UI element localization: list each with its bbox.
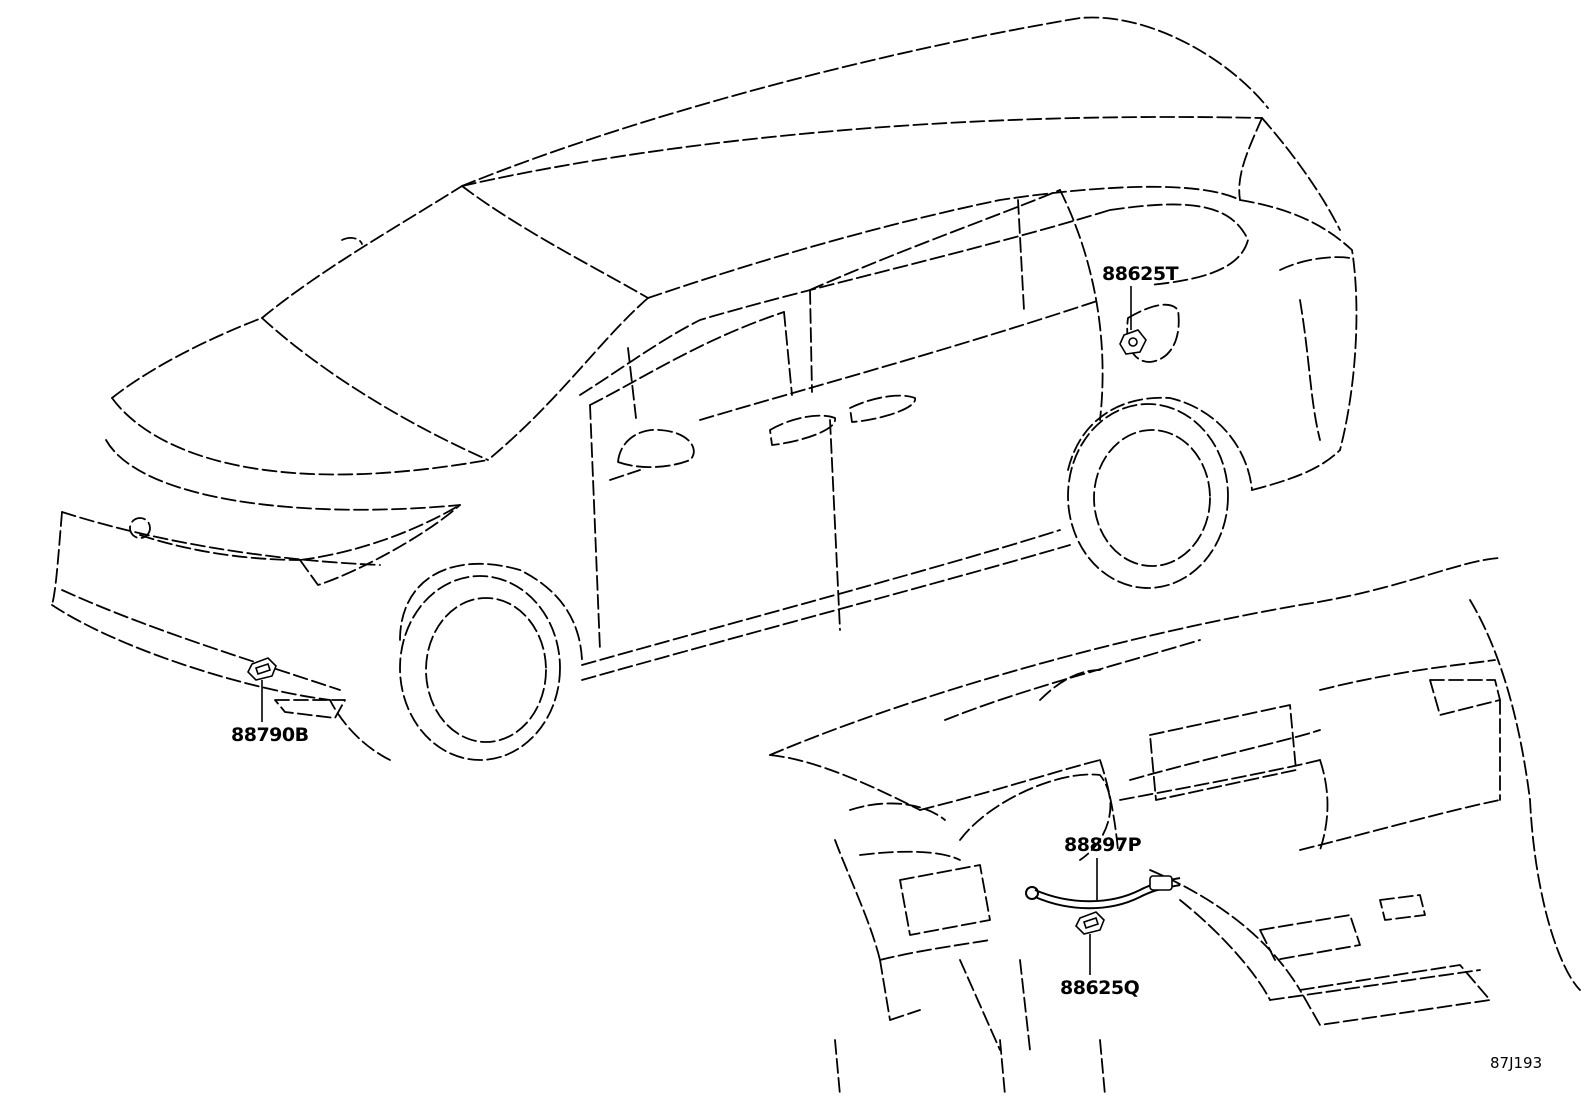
callout-88790B: 88790B [231,724,309,746]
sensor-88625Q-icon [1075,911,1105,935]
sensor-88790B-icon [247,657,277,681]
vehicle-outline [51,16,1358,761]
callout-88897P: 88897P [1064,834,1142,856]
figure-code: 87J193 [1490,1054,1542,1072]
dashboard-outline [769,557,1581,1096]
callout-88625T: 88625T [1102,263,1179,285]
callout-88625Q: 88625Q [1060,977,1140,999]
sensor-88625T-icon [1119,329,1147,355]
